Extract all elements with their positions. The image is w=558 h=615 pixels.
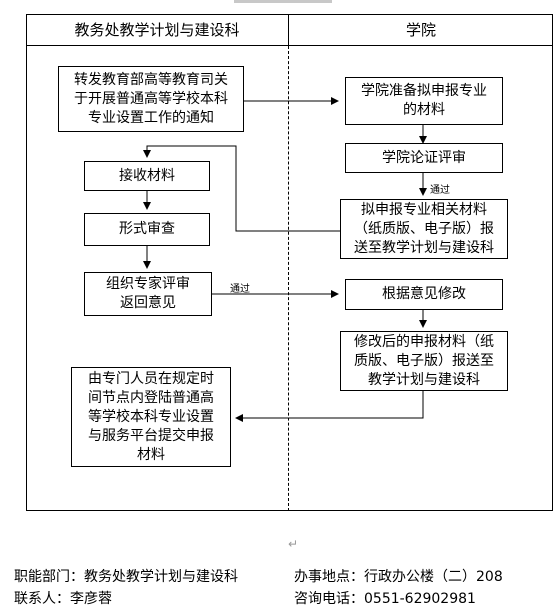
footer-phone: 咨询电话：0551-62902981 [294, 591, 476, 607]
submit-materials-box: 拟申报专业相关材料 （纸质版、电子版）报 送至教学计划与建设科 [340, 199, 508, 259]
right-column-header: 学院 [405, 21, 436, 39]
footer-department: 职能部门：教务处教学计划与建设科 [14, 569, 238, 585]
pass-label-2: 通过 [230, 284, 250, 295]
formal-review-box: 形式审查 [84, 213, 210, 246]
top-scroll-indicator [234, 0, 332, 3]
footer-location: 办事地点：行政办公楼（二）208 [294, 569, 503, 585]
pass-label-1: 通过 [430, 185, 450, 196]
prepare-materials-box: 学院准备拟申报专业 的材料 [345, 77, 503, 125]
revised-submit-box: 修改后的申报材料（纸 质版、电子版）报送至 教学计划与建设科 [340, 331, 508, 391]
header-column-divider [288, 14, 289, 46]
footer-contact: 联系人：李彦蓉 [14, 591, 112, 607]
expert-review-box: 组织专家评审 返回意见 [84, 272, 212, 316]
platform-submit-box: 由专门人员在规定时 间节点内登陆普通高 等学校本科专业设置 与服务平台提交申报 … [71, 367, 231, 467]
header-divider [26, 45, 553, 46]
arrow-resubmit-to-platform [235, 391, 424, 422]
arrow-submit-to-receive [143, 145, 340, 232]
notice-box: 转发教育部高等教育司关 于开展普通高等学校本科 专业设置工作的通知 [58, 66, 244, 132]
column-divider-dashed [288, 46, 289, 511]
argue-review-box: 学院论证评审 [345, 143, 503, 173]
revise-box: 根据意见修改 [345, 279, 503, 310]
receive-materials-box: 接收材料 [84, 161, 210, 191]
left-column-header: 教务处教学计划与建设科 [74, 21, 240, 39]
flowchart-frame [26, 14, 553, 511]
paragraph-mark: ↵ [288, 537, 299, 551]
